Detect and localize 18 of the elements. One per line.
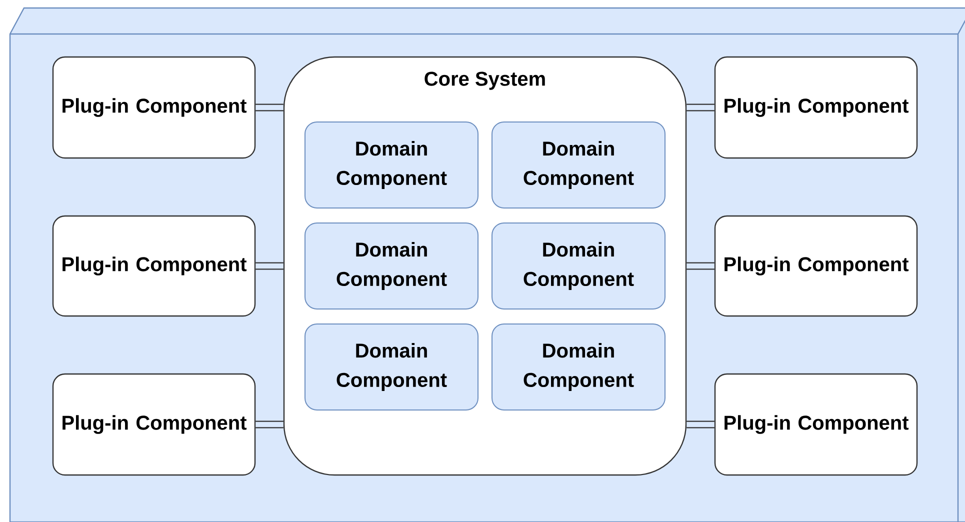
double-line-connector (686, 420, 714, 428)
domain-box: Domain Component (492, 122, 666, 208)
double-line-connector (256, 420, 284, 428)
plugin-box: Plug-in Component (714, 215, 918, 317)
plugin-box: Plug-in Component (52, 373, 256, 476)
domain-box: Domain Component (304, 122, 478, 208)
domain-box: Domain Component (492, 324, 666, 410)
plugin-box: Plug-in Component (714, 373, 918, 476)
double-line-connector (256, 104, 284, 112)
double-line-connector (256, 262, 284, 270)
domain-box: Domain Component (304, 324, 478, 410)
plugin-box: Plug-in Component (52, 56, 256, 159)
domain-box: Domain Component (492, 222, 666, 310)
plugin-box: Plug-in Component (52, 215, 256, 317)
double-line-connector (686, 262, 714, 270)
plugin-box: Plug-in Component (714, 56, 918, 159)
domain-box: Domain Component (304, 222, 478, 310)
double-line-connector (686, 104, 714, 112)
